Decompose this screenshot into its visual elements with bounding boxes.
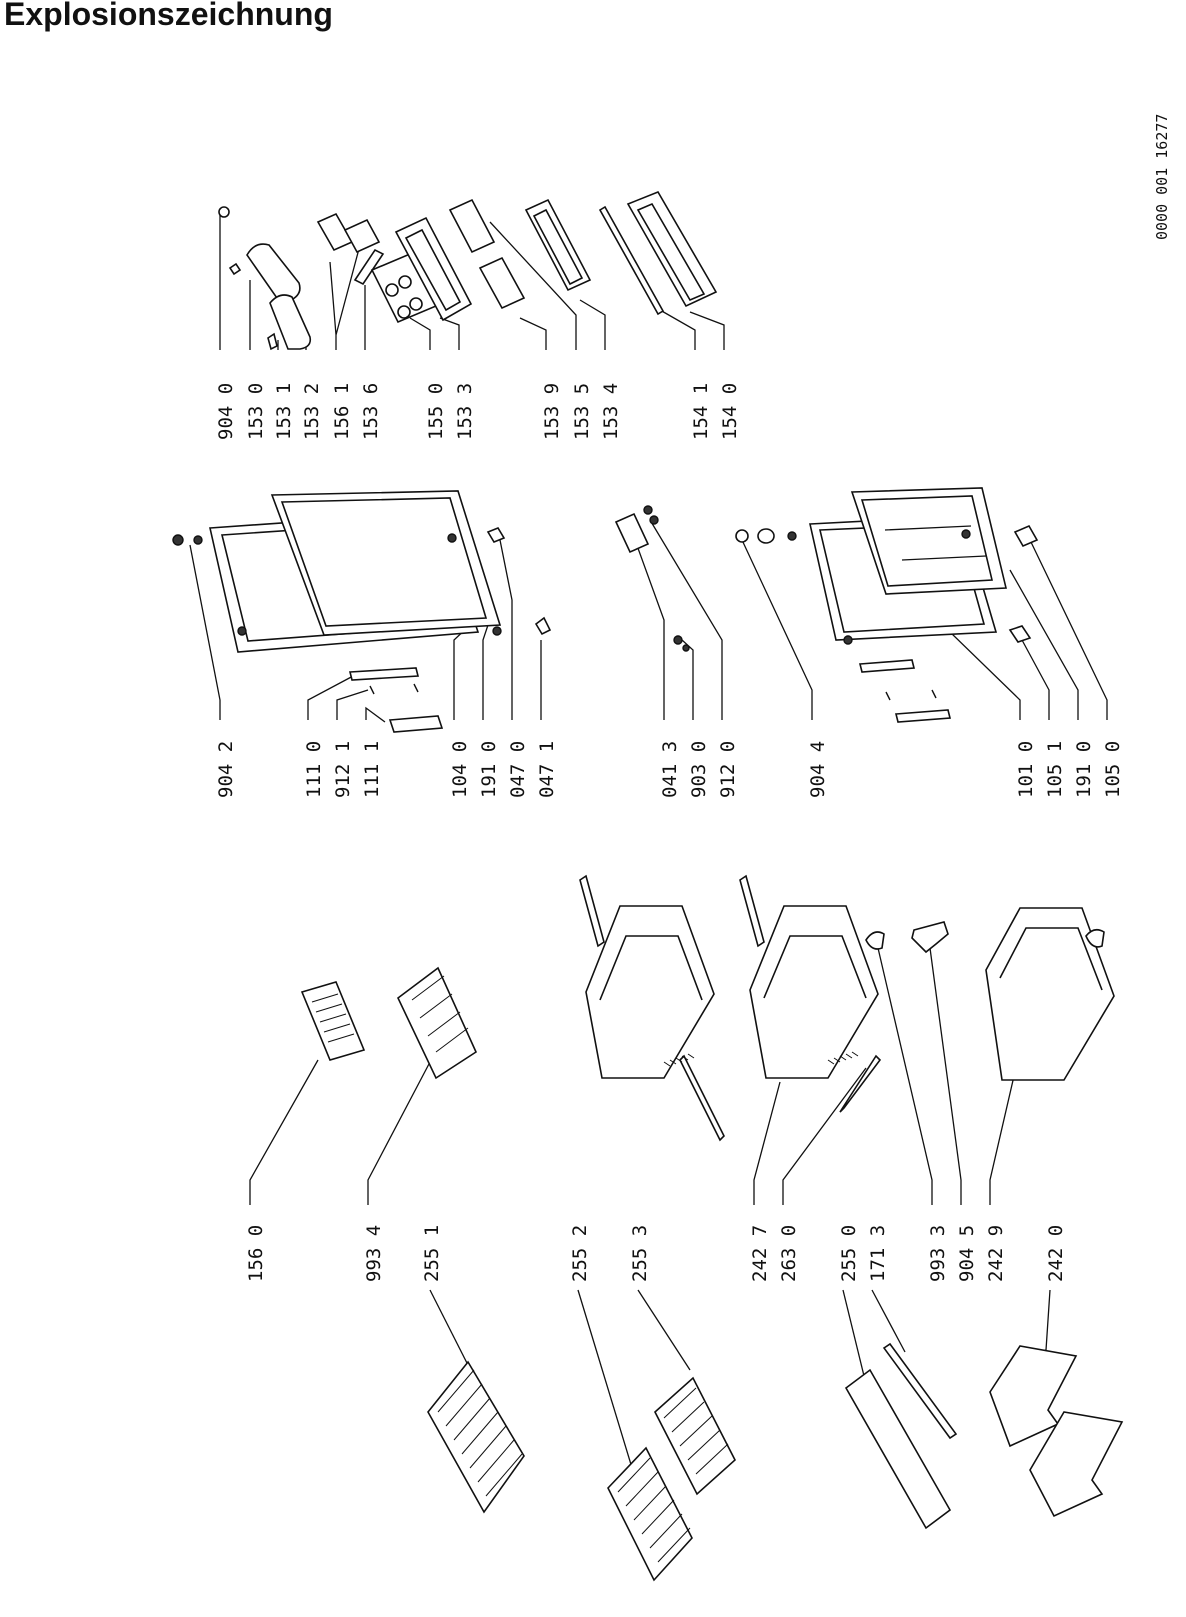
label-105-0: 105 0 bbox=[1102, 741, 1124, 798]
label-912-1: 912 1 bbox=[332, 741, 354, 798]
label-047-0: 047 0 bbox=[507, 741, 529, 798]
label-153-4: 153 4 bbox=[600, 383, 622, 440]
label-153-9: 153 9 bbox=[541, 383, 563, 440]
label-255-3: 255 3 bbox=[629, 1225, 651, 1282]
label-153-0: 153 0 bbox=[245, 383, 267, 440]
page-title: Explosionszeichnung bbox=[4, 0, 333, 32]
label-111-1: 111 1 bbox=[361, 741, 383, 798]
label-993-4: 993 4 bbox=[363, 1225, 385, 1282]
label-153-6: 153 6 bbox=[360, 383, 382, 440]
label-155-0: 155 0 bbox=[425, 383, 447, 440]
label-242-9: 242 9 bbox=[985, 1225, 1007, 1282]
label-903-0: 903 0 bbox=[688, 741, 710, 798]
label-154-1: 154 1 bbox=[690, 383, 712, 440]
label-171-3: 171 3 bbox=[867, 1225, 889, 1282]
label-104-0: 104 0 bbox=[449, 741, 471, 798]
label-242-7: 242 7 bbox=[749, 1225, 771, 1282]
label-255-0: 255 0 bbox=[838, 1225, 860, 1282]
group-doors-hinges: 904 2 111 0 912 1 111 1 104 0 191 0 047 … bbox=[172, 487, 1124, 798]
group-door-shelves: 904 0 153 0 153 1 153 2 156 1 153 6 155 … bbox=[215, 191, 741, 440]
label-153-5: 153 5 bbox=[571, 383, 593, 440]
label-255-1: 255 1 bbox=[421, 1225, 443, 1282]
label-105-1: 105 1 bbox=[1044, 741, 1066, 798]
label-101-0: 101 0 bbox=[1015, 741, 1037, 798]
label-993-3: 993 3 bbox=[927, 1225, 949, 1282]
label-153-3: 153 3 bbox=[454, 383, 476, 440]
label-904-2: 904 2 bbox=[215, 741, 237, 798]
group-shelves-drawers: 156 0 993 4 255 1 255 2 255 3 242 7 263 … bbox=[245, 874, 1124, 1582]
label-255-2: 255 2 bbox=[569, 1225, 591, 1282]
label-263-0: 263 0 bbox=[778, 1225, 800, 1282]
label-153-1: 153 1 bbox=[273, 383, 295, 440]
label-156-1: 156 1 bbox=[331, 383, 353, 440]
label-191-0-lower: 191 0 bbox=[1073, 741, 1095, 798]
label-156-0: 156 0 bbox=[245, 1225, 267, 1282]
label-904-0: 904 0 bbox=[215, 383, 237, 440]
label-047-1: 047 1 bbox=[536, 741, 558, 798]
label-191-0-upper: 191 0 bbox=[478, 741, 500, 798]
document-reference: 0000 001 16277 bbox=[1153, 114, 1171, 240]
label-904-4: 904 4 bbox=[807, 741, 829, 798]
label-904-5: 904 5 bbox=[956, 1225, 978, 1282]
label-153-2: 153 2 bbox=[301, 383, 323, 440]
label-111-0: 111 0 bbox=[303, 741, 325, 798]
label-154-0: 154 0 bbox=[719, 383, 741, 440]
label-242-0: 242 0 bbox=[1045, 1225, 1067, 1282]
label-912-0: 912 0 bbox=[717, 741, 739, 798]
label-041-3: 041 3 bbox=[659, 741, 681, 798]
